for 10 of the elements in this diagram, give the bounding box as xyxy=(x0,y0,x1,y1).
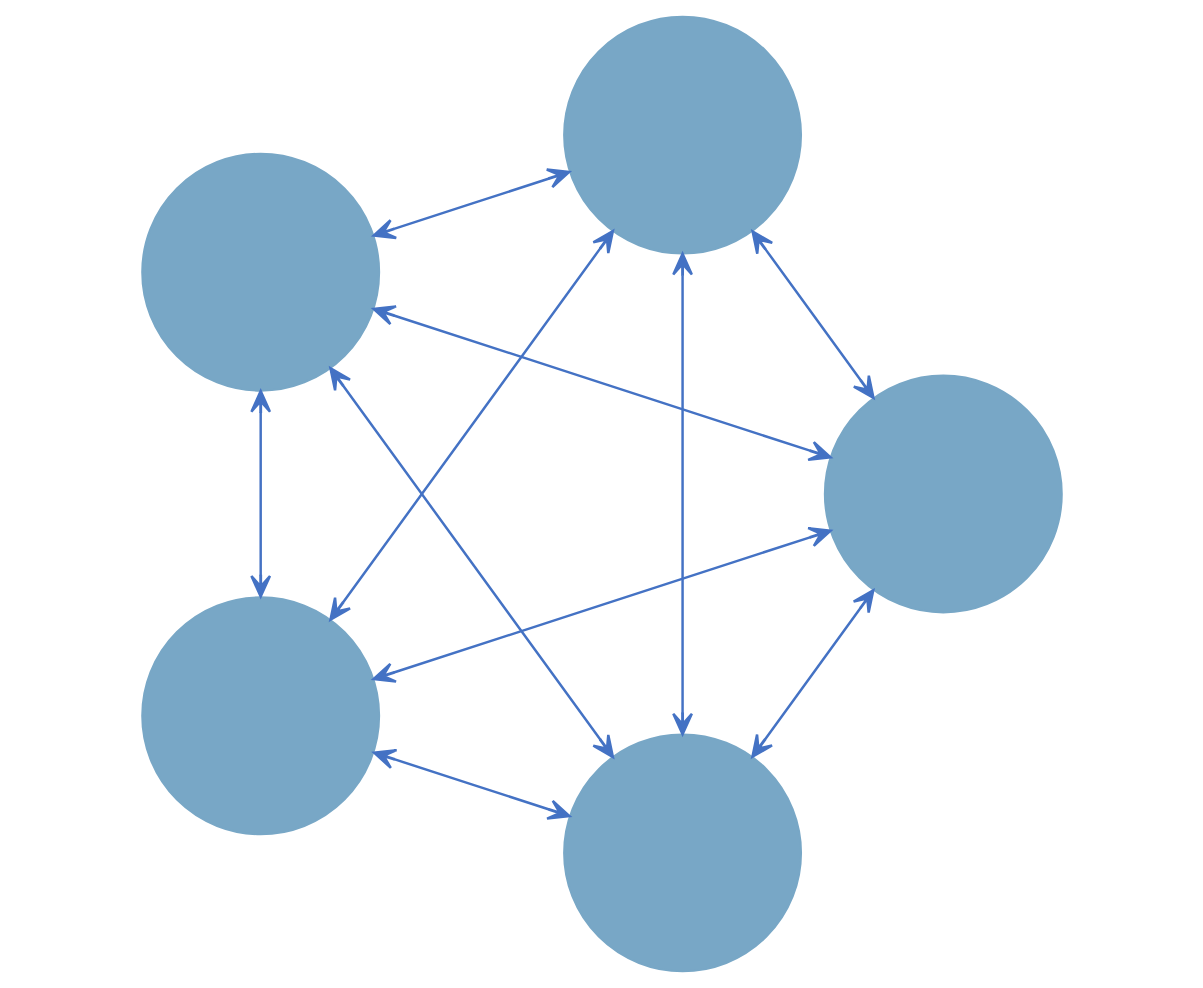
arrow xyxy=(371,526,832,683)
arrow xyxy=(750,230,875,400)
arrow xyxy=(750,589,874,758)
arrow xyxy=(372,748,571,820)
arrow xyxy=(371,305,832,462)
arrow xyxy=(328,229,614,621)
arrow xyxy=(328,367,614,759)
arrow xyxy=(671,252,693,736)
arrow xyxy=(249,389,271,598)
arrow xyxy=(372,168,570,240)
